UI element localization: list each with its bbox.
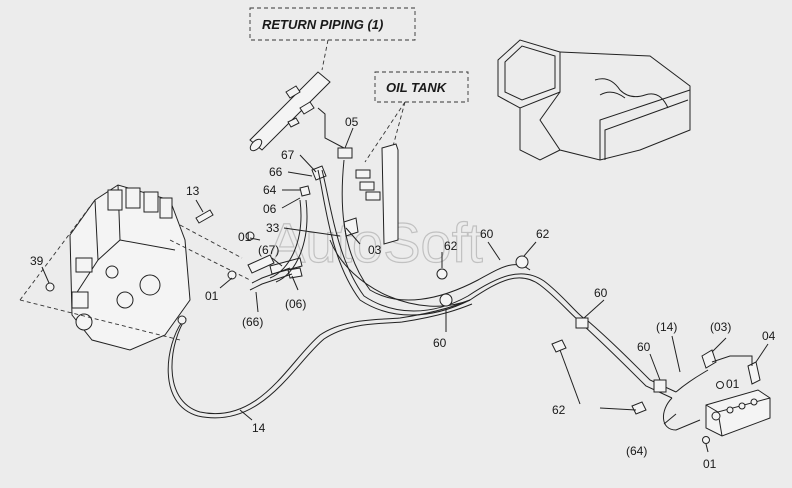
label-60-lower: 60 <box>637 340 651 354</box>
label-01-bottom: 01 <box>703 457 717 471</box>
label-66-paren: (66) <box>242 315 263 329</box>
label-66: 66 <box>269 165 283 179</box>
tank-fittings <box>299 143 399 245</box>
return-piping-callout: RETURN PIPING (1) <box>249 7 416 71</box>
label-60-bottom: 60 <box>433 336 447 350</box>
manifold-block <box>701 349 771 444</box>
label-01-upper: 01 <box>238 230 252 244</box>
label-13: 13 <box>186 184 200 198</box>
label-06-paren: (06) <box>285 297 306 311</box>
label-03: 03 <box>368 243 382 257</box>
part-labels: 05 67 66 64 06 33 03 13 01 (67) 39 01 (6… <box>30 115 776 471</box>
label-01-right: 01 <box>726 377 740 391</box>
label-60-right: 60 <box>594 286 608 300</box>
machine-silhouette <box>497 39 691 161</box>
label-64-paren: (64) <box>626 444 647 458</box>
label-14: 14 <box>252 421 266 435</box>
label-33: 33 <box>266 221 280 235</box>
label-60-top: 60 <box>480 227 494 241</box>
label-67: 67 <box>281 148 295 162</box>
return-pipe <box>249 71 345 152</box>
control-valve <box>19 184 251 351</box>
label-01-left: 01 <box>205 289 219 303</box>
oil-tank-callout: OIL TANK <box>364 71 469 163</box>
hoses <box>167 159 709 431</box>
label-67-paren: (67) <box>258 243 279 257</box>
bolt-39 <box>41 266 55 292</box>
leader-lines <box>219 127 769 453</box>
label-62-center: 62 <box>444 239 458 253</box>
label-05: 05 <box>345 115 359 129</box>
label-04: 04 <box>762 329 776 343</box>
oil-tank-label: OIL TANK <box>386 80 448 95</box>
plug-13 <box>195 199 214 224</box>
bolts-62 <box>551 339 647 415</box>
label-03-paren: (03) <box>710 320 731 334</box>
label-62-right: 62 <box>536 227 550 241</box>
label-62-lower: 62 <box>552 403 566 417</box>
label-39: 39 <box>30 254 44 268</box>
label-06: 06 <box>263 202 277 216</box>
label-64: 64 <box>263 183 277 197</box>
label-14-paren: (14) <box>656 320 677 334</box>
return-piping-label: RETURN PIPING (1) <box>262 17 383 32</box>
